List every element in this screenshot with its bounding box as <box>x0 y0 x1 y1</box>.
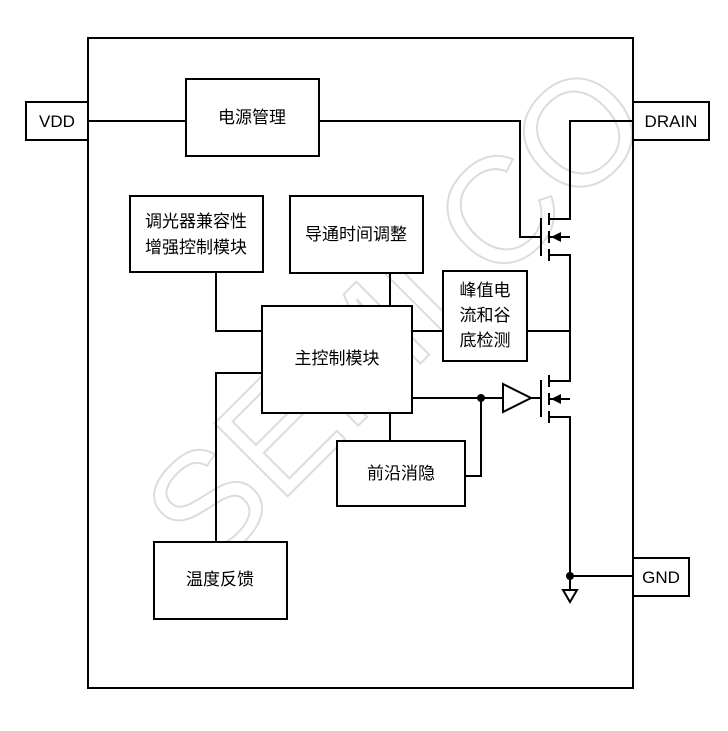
gate-driver-buffer <box>502 382 534 414</box>
lower-mosfet <box>540 375 570 423</box>
block-main-control-label: 主控制模块 <box>295 349 380 369</box>
connections <box>140 120 637 590</box>
block-peak-valley-label-2: 流和谷 <box>460 306 511 326</box>
pin-drain-label: DRAIN <box>645 112 698 131</box>
block-thermal-feedback: 温度反馈 <box>153 541 288 620</box>
block-power-management: 电源管理 <box>185 78 320 157</box>
ground-icon <box>561 576 579 604</box>
block-dimmer-compatibility: 调光器兼容性 增强控制模块 <box>129 195 264 273</box>
block-leading-edge-blanking-label: 前沿消隐 <box>367 464 435 484</box>
pin-gnd: GND <box>632 557 690 597</box>
pin-vdd-label: VDD <box>39 112 75 131</box>
chip-outline <box>87 37 634 689</box>
block-thermal-feedback-label: 温度反馈 <box>186 570 254 590</box>
block-dimmer-compatibility-label-1: 调光器兼容性 <box>145 212 247 232</box>
upper-mosfet <box>540 213 570 261</box>
block-dimmer-compatibility-label-2: 增强控制模块 <box>145 238 247 258</box>
block-peak-valley-label-1: 峰值电 <box>460 281 511 301</box>
pin-drain: DRAIN <box>632 101 710 141</box>
block-main-control: 主控制模块 <box>261 305 413 414</box>
pin-vdd: VDD <box>25 101 89 141</box>
block-leading-edge-blanking: 前沿消隐 <box>336 440 466 507</box>
block-on-time-adjust: 导通时间调整 <box>289 195 424 274</box>
block-peak-valley-detection: 峰值电 流和谷 底检测 <box>442 270 528 362</box>
block-on-time-adjust-label: 导通时间调整 <box>305 225 407 245</box>
block-peak-valley-label-3: 底检测 <box>460 331 511 351</box>
block-power-management-label: 电源管理 <box>218 108 286 128</box>
pin-gnd-label: GND <box>642 568 680 587</box>
junction-dot <box>477 394 485 402</box>
